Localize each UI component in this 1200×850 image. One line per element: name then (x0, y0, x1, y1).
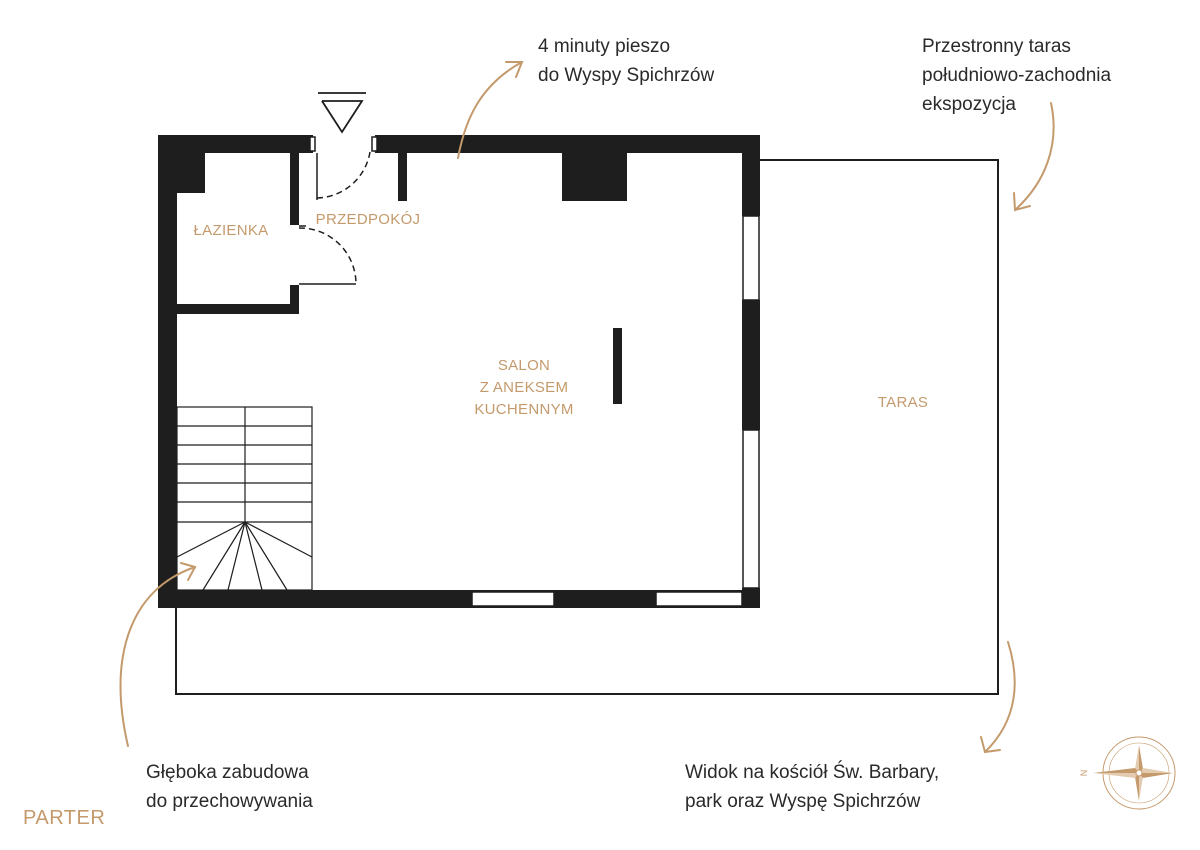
view-note-line-2: park oraz Wyspę Spichrzów (685, 791, 921, 812)
interior-walls (177, 153, 627, 404)
room-label-living-line-3: KUCHENNYM (474, 401, 573, 418)
entrance-marker-icon (318, 92, 366, 134)
walk-note-line-1: 4 minuty pieszo (538, 36, 670, 57)
walk-note-line-2: do Wyspy Spichrzów (538, 65, 714, 86)
exterior-walls (158, 135, 760, 608)
storage-arrow-head (180, 562, 197, 581)
compass-north-letter: N (1079, 770, 1089, 777)
floor-label: PARTER (23, 807, 105, 829)
room-label-terrace: TARAS (878, 394, 928, 411)
storage-note-line-1: Głęboka zabudowa (146, 762, 309, 783)
staircase (176, 406, 313, 591)
walk-arrow-head (505, 61, 524, 78)
room-label-living-line-2: Z ANEKSEM (480, 379, 569, 396)
annotation-arrows (119, 61, 1055, 754)
storage-note-line-2: do przechowywania (146, 791, 313, 812)
windows (471, 215, 760, 607)
room-label-living-line-1: SALON (498, 357, 550, 374)
terrace-arrow-head (1013, 192, 1031, 212)
terrace-note-line-1: Przestronny taras (922, 36, 1071, 57)
terrace-arrow (1014, 102, 1055, 211)
entry-door-jambs (309, 136, 378, 152)
terrace-outline (175, 159, 999, 695)
view-arrow-head (980, 736, 1001, 754)
walk-arrow (457, 61, 523, 159)
room-label-hallway: PRZEDPOKÓJ (316, 211, 421, 228)
doors (298, 151, 371, 285)
terrace-note-line-2: południowo-zachodnia (922, 65, 1112, 86)
view-note-line-1: Widok na kościół Św. Barbary, (685, 761, 939, 783)
storage-arrow (119, 566, 196, 747)
room-label-bathroom: ŁAZIENKA (194, 222, 269, 239)
terrace-note-line-3: ekspozycja (922, 94, 1016, 115)
view-arrow (984, 641, 1016, 753)
compass-icon: N (1079, 736, 1176, 810)
